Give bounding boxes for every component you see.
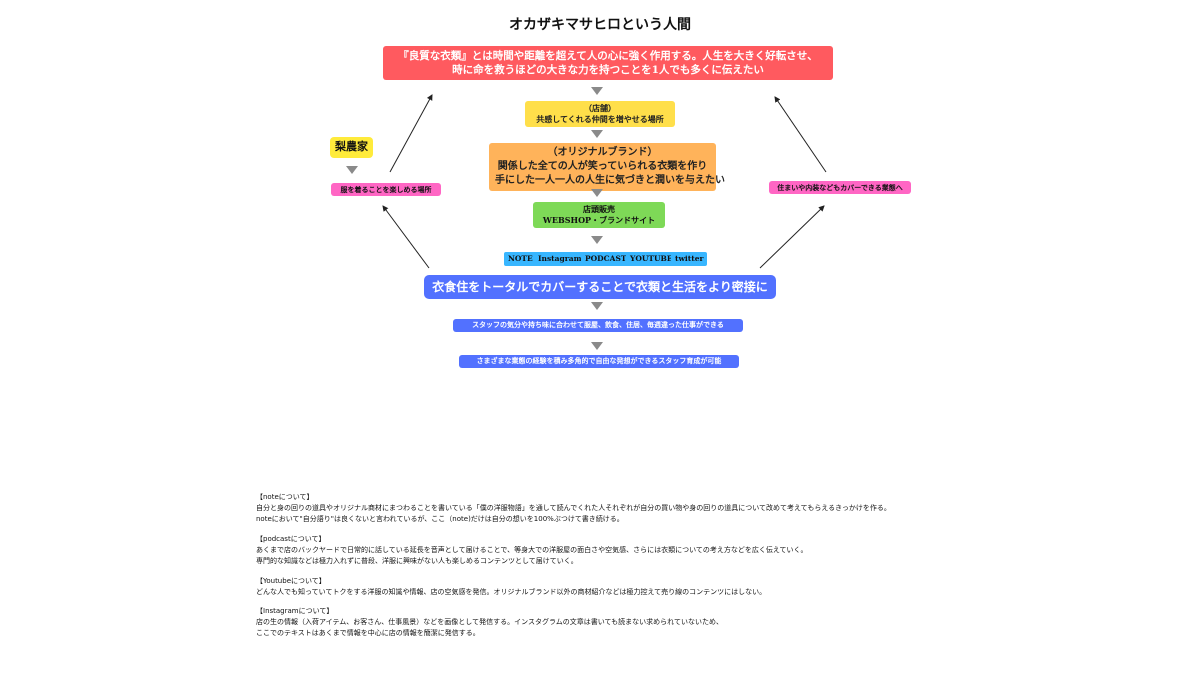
arrow-right-up: [774, 96, 827, 173]
note-section: 【noteについて】 自分と身の回りの道具やオリジナル商材にまつわることを書いて…: [256, 492, 976, 525]
instagram-line: ここでのテキストはあくまで情報を中心に店の情報を簡潔に発信する。: [256, 629, 480, 637]
store-box: （店舗） 共感してくれる仲間を増やせる場所: [525, 101, 675, 127]
brand-line-1: 関係した全ての人が笑っていられる衣類を作り: [497, 161, 708, 172]
down-triangle-icon: [591, 342, 603, 350]
total-cover-box: 衣食住をトータルでカバーすることで衣類と生活をより密接に: [424, 275, 776, 300]
media-youtube: YOUTUBE: [626, 252, 677, 267]
store-heading: （店舗）: [584, 103, 616, 113]
note-line: noteにおいて"自分語り"は良くないと言われているが、ここ（note)だけは自…: [256, 515, 624, 523]
staff-growth-box: さまざまな業態の経験を積み多角的で自由な発想ができるスタッフ育成が可能: [459, 355, 739, 369]
down-triangle-icon: [591, 87, 603, 95]
down-triangle-icon: [591, 236, 603, 244]
youtube-section: 【Youtubeについて】 どんな人でも知っていてトクをする洋服の知識や情報、店…: [256, 576, 976, 598]
note-line: 自分と身の回りの道具やオリジナル商材にまつわることを書いている「僕の洋服物語」を…: [256, 504, 891, 512]
youtube-line: どんな人でも知っていてトクをする洋服の知識や情報、店の空気感を発信。オリジナルブ…: [256, 588, 767, 596]
sales-line-1: 店頭販売: [583, 204, 615, 214]
arrow-left-from-bottom: [382, 205, 430, 269]
note-heading: 【noteについて】: [256, 493, 314, 501]
brand-box: （オリジナルブランド） 関係した全ての人が笑っていられる衣類を作り 手にした一人…: [489, 143, 725, 191]
media-podcast: PODCAST: [581, 252, 631, 267]
down-triangle-icon: [591, 189, 603, 197]
media-twitter: twitter: [671, 252, 708, 267]
down-triangle-icon: [591, 302, 603, 310]
podcast-heading: 【podcastについて】: [256, 535, 326, 543]
instagram-section: 【Instagramについて】 店の生の情報（入荷アイテム、お客さん、仕事風景）…: [256, 606, 976, 639]
podcast-section: 【podcastについて】 あくまで店のバックヤードで日常的に話している延長を音…: [256, 534, 976, 567]
arrow-left-up: [389, 94, 433, 173]
mission-line-1: 『良質な衣類』とは時間や距離を超えて人の心に強く作用する。人生を大きく好転させ、: [398, 50, 818, 62]
mission-line-2: 時に命を救うほどの大きな力を持つことを1人でも多くに伝えたい: [452, 64, 764, 77]
sales-line-2: WEBSHOP・ブランドサイト: [542, 214, 656, 225]
store-text: 共感してくれる仲間を増やせる場所: [536, 113, 664, 124]
diagram-title: オカザキマサヒロという人間: [509, 17, 691, 33]
down-triangle-icon: [346, 166, 358, 174]
sales-box: 店頭販売 WEBSHOP・ブランドサイト: [533, 202, 665, 228]
mission-box: 『良質な衣類』とは時間や距離を超えて人の心に強く作用する。人生を大きく好転させ、…: [383, 46, 833, 81]
media-note: NOTE: [504, 252, 537, 267]
farmer-label: 梨農家: [330, 137, 373, 158]
media-instagram: Instagram: [534, 252, 586, 267]
housing-text-box: 住まいや内装などもカバーできる業態へ: [769, 181, 911, 195]
farmer-text-box: 服を着ることを楽しめる場所: [331, 183, 441, 197]
instagram-line: 店の生の情報（入荷アイテム、お客さん、仕事風景）などを画像として発信する。インス…: [256, 618, 723, 626]
staff-work-box: スタッフの気分や持ち味に合わせて服屋、飲食、住居、毎週違った仕事ができる: [453, 319, 743, 333]
instagram-heading: 【Instagramについて】: [256, 607, 334, 615]
arrow-right-from-bottom: [759, 205, 825, 269]
down-triangle-icon: [591, 130, 603, 138]
brand-line-2: 手にした一人一人の人生に気づきと潤いを与えたい: [495, 175, 725, 186]
youtube-heading: 【Youtubeについて】: [256, 577, 326, 585]
podcast-line: あくまで店のバックヤードで日常的に話している延長を音声として届けることで、等身大…: [256, 546, 808, 554]
podcast-line: 専門的な知識などは極力入れずに普段、洋服に興味がない人も楽しめるコンテンツとして…: [256, 557, 578, 565]
brand-heading: （オリジナルブランド）: [547, 147, 658, 158]
